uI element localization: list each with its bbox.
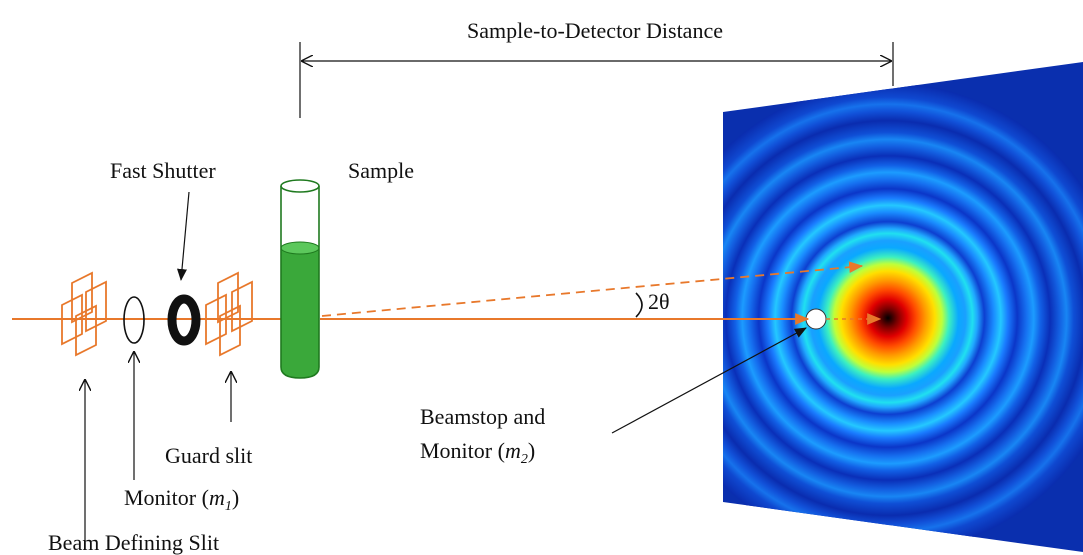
scattered-beam	[321, 261, 864, 317]
fast-shutter-label: Fast Shutter	[110, 158, 216, 183]
fast-shutter	[167, 294, 201, 346]
guard-slit-label: Guard slit	[165, 443, 252, 468]
sample-liquid	[281, 248, 319, 378]
beamstop	[805, 308, 827, 330]
scattering-rings	[723, 83, 1083, 552]
beam-defining-slit-label: Beam Defining Slit	[48, 530, 219, 555]
monitor-label: Monitor (m1)	[124, 485, 239, 514]
shutter-pointer	[177, 191, 190, 281]
angle-label: 2θ	[648, 289, 670, 314]
angle-arc	[635, 292, 643, 318]
detector	[723, 62, 1083, 552]
beamstop-pointer	[611, 327, 807, 434]
distance-dimension: Sample-to-Detector Distance	[299, 18, 894, 118]
distance-label: Sample-to-Detector Distance	[467, 18, 723, 43]
monitor-m1	[123, 296, 145, 344]
beam-defining-slit	[61, 271, 107, 357]
sample-tube	[280, 179, 320, 379]
beamstop-label-line1: Beamstop and	[420, 404, 545, 429]
beamstop-label-line2: Monitor (m2)	[420, 438, 535, 467]
guard-slit	[205, 271, 253, 357]
sample-tube-outline	[280, 186, 320, 379]
sample-label: Sample	[348, 158, 414, 183]
